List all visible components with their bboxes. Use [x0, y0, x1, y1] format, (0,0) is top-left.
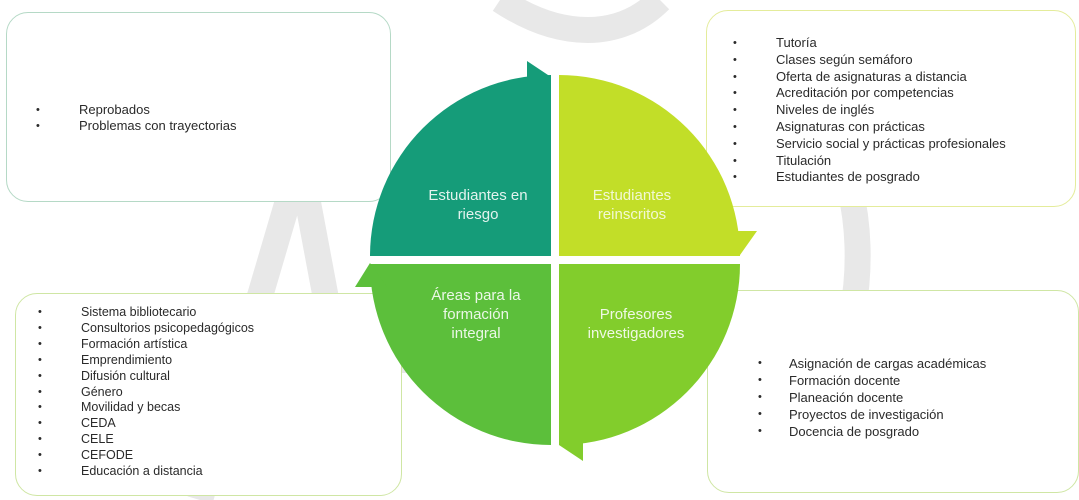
list-item: Titulación	[731, 153, 1075, 170]
list-item: Tutoría	[731, 35, 1075, 52]
list-item: Difusión cultural	[36, 369, 401, 385]
integral-formation-box: Sistema bibliotecarioConsultorios psicop…	[15, 293, 402, 496]
arrowhead-research-professors	[559, 427, 583, 461]
quadrant-label-reenrolled-students: Estudiantes reinscritos	[592, 187, 672, 223]
cycle-diagram	[355, 61, 757, 461]
integral-formation-list: Sistema bibliotecarioConsultorios psicop…	[36, 305, 401, 480]
quadrant-research-professors	[559, 264, 740, 445]
quadrant-risk-students	[370, 75, 551, 256]
list-item: Sistema bibliotecario	[36, 305, 401, 321]
list-item: CEDA	[36, 416, 401, 432]
quadrant-label-integral-formation: Áreas para la formación integral	[431, 287, 521, 342]
arrowhead-risk-students	[527, 61, 551, 93]
quadrant-label-research-professors: Profesores investigadores	[587, 306, 685, 342]
list-item: Planeación docente	[756, 389, 1078, 406]
list-item: Reprobados	[34, 102, 390, 118]
list-item: CEFODE	[36, 448, 401, 464]
quadrant-label-risk-students: Estudiantes en riesgo	[428, 187, 528, 223]
risk-students-box: ReprobadosProblemas con trayectorias	[6, 12, 391, 202]
list-item: Asignación de cargas académicas	[756, 355, 1078, 372]
list-item: Consultorios psicopedagógicos	[36, 321, 401, 337]
research-professors-list: Asignación de cargas académicasFormación…	[756, 355, 1078, 440]
reenrolled-students-box: TutoríaClases según semáforoOferta de as…	[706, 10, 1076, 207]
list-item: Género	[36, 385, 401, 401]
list-item: CELE	[36, 432, 401, 448]
research-professors-box: Asignación de cargas académicasFormación…	[707, 290, 1079, 493]
list-item: Emprendimiento	[36, 353, 401, 369]
list-item: Oferta de asignaturas a distancia	[731, 69, 1075, 86]
list-item: Niveles de inglés	[731, 102, 1075, 119]
reenrolled-students-list: TutoríaClases según semáforoOferta de as…	[731, 35, 1075, 186]
list-item: Formación artística	[36, 337, 401, 353]
list-item: Clases según semáforo	[731, 52, 1075, 69]
list-item: Servicio social y prácticas profesionale…	[731, 136, 1075, 153]
list-item: Problemas con trayectorias	[34, 118, 390, 134]
list-item: Educación a distancia	[36, 464, 401, 480]
list-item: Estudiantes de posgrado	[731, 169, 1075, 186]
list-item: Asignaturas con prácticas	[731, 119, 1075, 136]
arrowhead-integral-formation	[355, 263, 387, 287]
list-item: Acreditación por competencias	[731, 85, 1075, 102]
quadrant-reenrolled-students	[559, 75, 740, 256]
risk-students-list: ReprobadosProblemas con trayectorias	[34, 102, 390, 134]
list-item: Movilidad y becas	[36, 400, 401, 416]
list-item: Proyectos de investigación	[756, 406, 1078, 423]
list-item: Formación docente	[756, 372, 1078, 389]
quadrant-integral-formation	[370, 264, 551, 445]
list-item: Docencia de posgrado	[756, 423, 1078, 440]
arrowhead-reenrolled-students	[723, 231, 757, 255]
